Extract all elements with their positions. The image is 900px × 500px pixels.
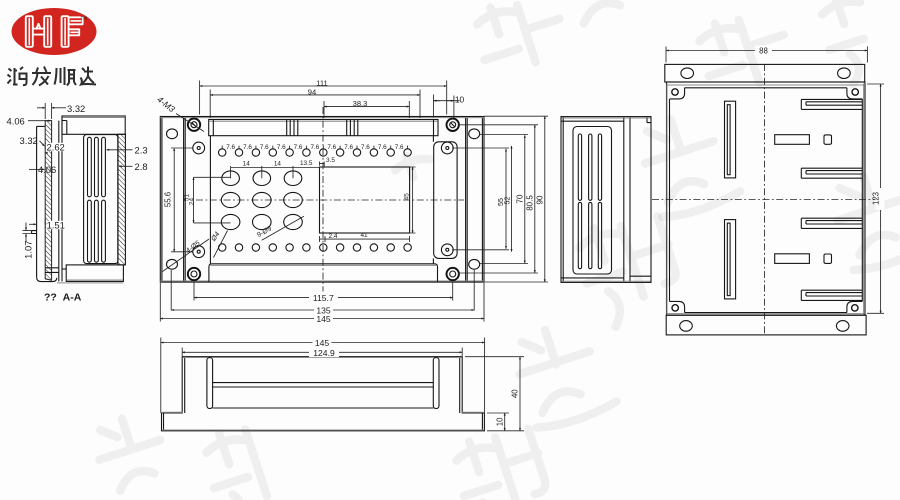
svg-text:94: 94 xyxy=(308,87,316,96)
svg-text:14: 14 xyxy=(274,160,282,167)
svg-text:24: 24 xyxy=(188,198,195,206)
svg-text:90: 90 xyxy=(536,195,545,204)
svg-text:135: 135 xyxy=(316,306,331,316)
svg-text:145: 145 xyxy=(316,314,331,324)
svg-text:123: 123 xyxy=(872,192,881,205)
svg-text:3.32: 3.32 xyxy=(67,103,85,114)
svg-text:38.3: 38.3 xyxy=(353,99,368,108)
svg-text:7.6: 7.6 xyxy=(294,144,303,151)
svg-text:4.06: 4.06 xyxy=(7,115,25,126)
svg-text:124.9: 124.9 xyxy=(313,348,335,358)
svg-text:7.6: 7.6 xyxy=(277,144,286,151)
svg-text:10: 10 xyxy=(455,94,465,104)
svg-text:3.32: 3.32 xyxy=(20,135,38,146)
svg-text:7.6: 7.6 xyxy=(378,144,387,151)
svg-text:2.62: 2.62 xyxy=(47,141,65,152)
svg-text:7.6: 7.6 xyxy=(311,144,320,151)
svg-text:111: 111 xyxy=(316,78,328,87)
svg-text:7.6: 7.6 xyxy=(226,144,235,151)
svg-text:2.4: 2.4 xyxy=(329,233,338,240)
svg-text:40: 40 xyxy=(511,389,520,398)
svg-text:51: 51 xyxy=(183,194,190,202)
svg-text:7.6: 7.6 xyxy=(260,144,269,151)
svg-text:2.3: 2.3 xyxy=(135,144,148,155)
svg-text:88: 88 xyxy=(759,46,768,55)
svg-text:2.8: 2.8 xyxy=(135,161,148,172)
svg-text:1.51: 1.51 xyxy=(47,219,65,230)
svg-text:3.5: 3.5 xyxy=(326,157,335,164)
svg-text:14: 14 xyxy=(243,160,251,167)
svg-text:7.6: 7.6 xyxy=(327,144,336,151)
svg-text:80.5: 80.5 xyxy=(526,195,535,211)
svg-text:70: 70 xyxy=(515,194,524,203)
svg-text:41: 41 xyxy=(360,232,368,239)
svg-text:7.6: 7.6 xyxy=(361,144,370,151)
svg-text:115.7: 115.7 xyxy=(313,293,334,303)
svg-text:7.6: 7.6 xyxy=(395,144,404,151)
svg-text:145: 145 xyxy=(315,338,330,348)
svg-text:Ø4: Ø4 xyxy=(210,231,222,244)
svg-text:55.6: 55.6 xyxy=(163,192,172,207)
svg-text:52: 52 xyxy=(502,197,511,205)
svg-text:7.6: 7.6 xyxy=(243,144,252,151)
svg-text:7.6: 7.6 xyxy=(344,144,353,151)
svg-text:10: 10 xyxy=(495,417,504,426)
svg-text:55: 55 xyxy=(496,198,505,206)
svg-text:4.06: 4.06 xyxy=(38,164,56,175)
svg-text:13.5: 13.5 xyxy=(300,160,313,167)
svg-text:TM: TM xyxy=(81,16,88,21)
svg-text:1.07: 1.07 xyxy=(23,241,34,259)
svg-text:45: 45 xyxy=(403,193,410,201)
svg-text:?? A-A: ?? A-A xyxy=(44,292,82,304)
